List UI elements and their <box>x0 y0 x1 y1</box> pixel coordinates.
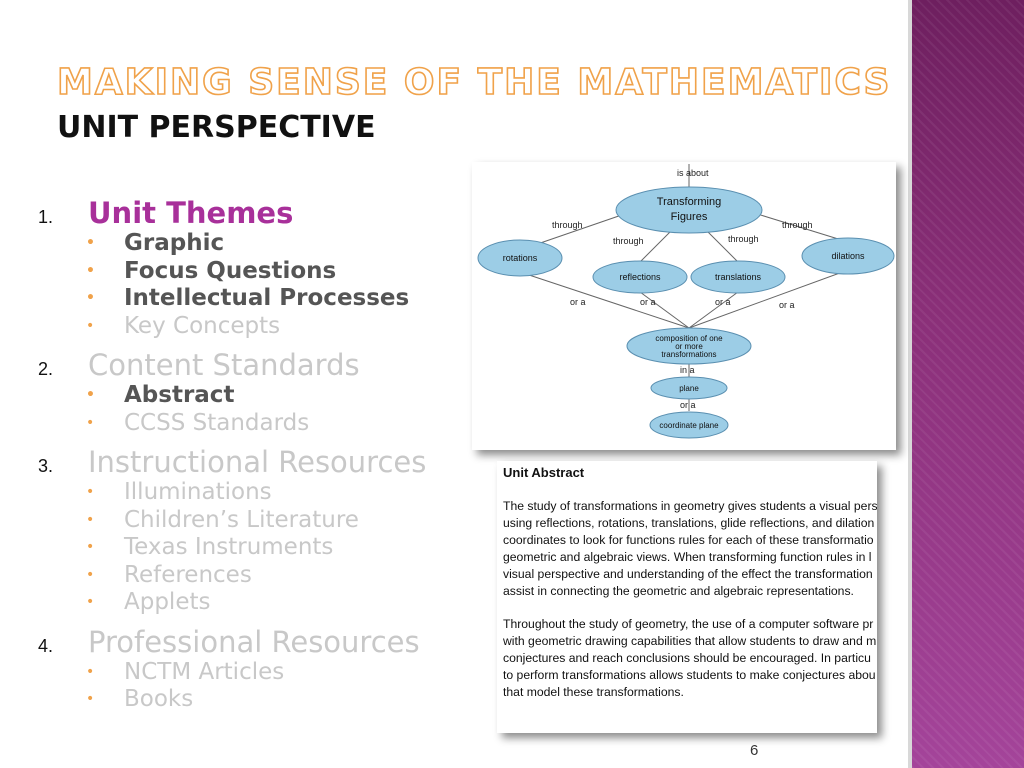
outline-section: 4. Professional Resources NCTM Articles … <box>38 625 478 714</box>
label-in-a: in a <box>680 365 695 375</box>
label-or-a: or a <box>570 297 586 307</box>
label-or-a: or a <box>715 297 731 307</box>
section-number: 1. <box>38 207 54 227</box>
label-or-a: or a <box>680 400 696 410</box>
outline-item-texas-instruments[interactable]: Texas Instruments <box>86 534 478 562</box>
section-header: 3. Instructional Resources <box>38 445 478 479</box>
section-number: 4. <box>38 635 54 656</box>
slide-subtitle: UNIT PERSPECTIVE <box>57 110 376 145</box>
node-reflections <box>592 260 688 294</box>
link-translations-composition <box>688 291 739 329</box>
unit-abstract-panel: Unit Abstract The study of transformatio… <box>497 461 877 733</box>
outline-item-illuminations[interactable]: Illuminations <box>86 479 478 507</box>
label-through: through <box>613 236 644 246</box>
outline-item-ccss-standards[interactable]: CCSS Standards <box>86 410 478 438</box>
node-composition <box>626 327 752 365</box>
section-header: 2. Content Standards <box>38 348 478 382</box>
section-items: NCTM Articles Books <box>38 659 478 714</box>
outline-section: 2. Content Standards Abstract CCSS Stand… <box>38 348 478 437</box>
node-label-composition-3: transformations <box>661 350 716 359</box>
node-translations <box>690 260 786 294</box>
section-title-unit-themes[interactable]: Unit Themes <box>88 196 294 230</box>
abstract-heading: Unit Abstract <box>503 465 585 480</box>
band-edge <box>908 0 912 768</box>
link-dilations-composition <box>688 269 849 329</box>
abstract-line: visual perspective and understanding of … <box>503 567 873 581</box>
section-title-professional-resources[interactable]: Professional Resources <box>88 624 420 659</box>
outline-item-books[interactable]: Books <box>86 686 478 714</box>
link-root-translations <box>705 229 739 263</box>
slide-title: MAKING SENSE OF THE MATHEMATICS <box>56 61 892 104</box>
outline-item-applets[interactable]: Applets <box>86 589 478 617</box>
node-dilations <box>801 237 895 275</box>
node-label-transforming: Transforming <box>657 196 721 208</box>
node-plane <box>650 376 728 400</box>
concept-map-svg: is about through through through through… <box>477 164 895 439</box>
label-is-about: is about <box>677 168 709 178</box>
concept-map-graphic: is about through through through through… <box>472 162 896 450</box>
concept-map-nodes <box>477 186 895 439</box>
band-stripes <box>912 0 1024 768</box>
node-label-figures: Figures <box>671 211 708 223</box>
outline-item-key-concepts[interactable]: Key Concepts <box>86 313 478 341</box>
abstract-line: coordinates to look for functions rules … <box>503 533 874 547</box>
node-label-composition-1: composition of one <box>655 334 723 343</box>
node-label-reflections: reflections <box>619 272 661 282</box>
outline-item-references[interactable]: References <box>86 562 478 590</box>
section-items: Graphic Focus Questions Intellectual Pro… <box>38 230 478 340</box>
node-rotations <box>477 239 563 277</box>
abstract-line: conjectures and reach conclusions should… <box>503 651 871 665</box>
concept-map-link-labels: is about through through through through… <box>552 168 813 410</box>
node-label-coordinate-plane: coordinate plane <box>659 421 719 430</box>
section-header: 4. Professional Resources <box>38 625 478 659</box>
outline-item-focus-questions[interactable]: Focus Questions <box>86 258 478 286</box>
abstract-line: The study of transformations in geometry… <box>503 499 877 513</box>
label-through: through <box>782 220 813 230</box>
outline-item-abstract[interactable]: Abstract <box>86 382 478 410</box>
section-items: Abstract CCSS Standards <box>38 382 478 437</box>
abstract-line: using reflections, rotations, translatio… <box>503 516 875 530</box>
node-label-composition-2: or more <box>675 342 703 351</box>
concept-map-node-labels: Transforming Figures rotations reflectio… <box>503 196 865 430</box>
node-coordinate-plane <box>649 411 729 439</box>
node-label-plane: plane <box>679 384 699 393</box>
abstract-line: Throughout the study of geometry, the us… <box>503 617 874 631</box>
abstract-line: with geometric drawing capabilities that… <box>503 634 877 648</box>
link-reflections-composition <box>639 291 690 329</box>
link-root-reflections <box>639 229 673 263</box>
decorative-side-band <box>912 0 1024 768</box>
node-label-dilations: dilations <box>831 251 865 261</box>
abstract-line: to perform transformations allows studen… <box>503 668 876 682</box>
outline-item-nctm-articles[interactable]: NCTM Articles <box>86 659 478 687</box>
link-rotations-composition <box>519 271 690 329</box>
outline-item-intellectual-processes[interactable]: Intellectual Processes <box>86 285 478 313</box>
label-or-a: or a <box>779 300 795 310</box>
page-number: 6 <box>750 742 759 759</box>
outline-item-graphic[interactable]: Graphic <box>86 230 478 258</box>
label-through: through <box>552 220 583 230</box>
outline-item-childrens-literature[interactable]: Children’s Literature <box>86 507 478 535</box>
outline-section: 3. Instructional Resources Illuminations… <box>38 445 478 617</box>
section-title-instructional-resources[interactable]: Instructional Resources <box>88 445 427 479</box>
abstract-line: geometric and algebraic views. When tran… <box>503 550 872 564</box>
abstract-line: that model these transformations. <box>503 685 684 699</box>
label-or-a: or a <box>640 297 656 307</box>
node-label-rotations: rotations <box>503 253 538 263</box>
unit-outline: 1. Unit Themes Graphic Focus Questions I… <box>38 196 478 722</box>
outline-section: 1. Unit Themes Graphic Focus Questions I… <box>38 196 478 340</box>
section-header: 1. Unit Themes <box>38 196 478 230</box>
section-items: Illuminations Children’s Literature Texa… <box>38 479 478 617</box>
section-number: 2. <box>38 359 54 379</box>
node-label-translations: translations <box>715 272 762 282</box>
section-title-content-standards[interactable]: Content Standards <box>88 348 360 382</box>
abstract-line: assist in connecting the geometric and a… <box>503 584 854 598</box>
label-through: through <box>728 234 759 244</box>
section-number: 3. <box>38 456 54 476</box>
node-transforming-figures <box>615 186 763 234</box>
